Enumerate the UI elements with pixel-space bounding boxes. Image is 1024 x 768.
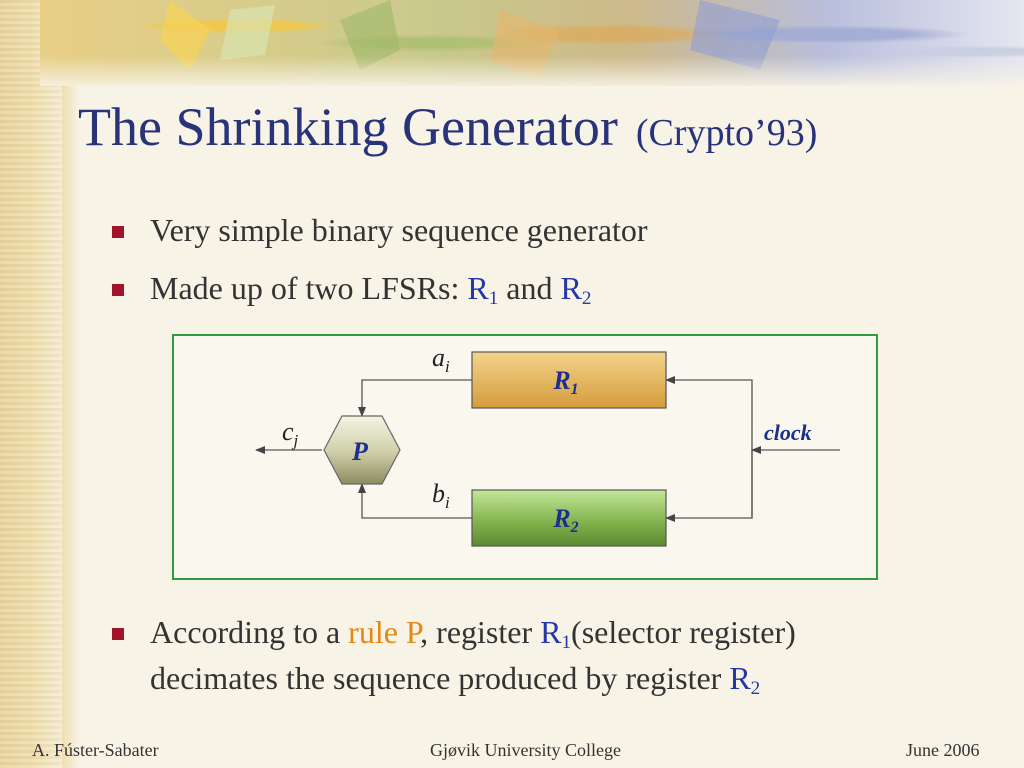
diagram-connections (255, 376, 840, 522)
bullet-text: Very simple binary sequence generator (150, 212, 648, 248)
leaf-decoration-icon (160, 0, 210, 70)
register-r2-label: R2 (552, 504, 578, 536)
leaf-decoration-icon (340, 0, 400, 70)
clock-to-r1-line (665, 376, 753, 518)
register-r2-name: R2 (729, 660, 761, 699)
slide-title: The Shrinking Generator(Crypto’93) (78, 97, 818, 157)
top-banner-image (40, 0, 1024, 86)
register-r1-name: R1 (467, 270, 499, 309)
footer-author: A. Fúster-Sabater (32, 740, 159, 760)
bullet-square-icon (112, 628, 124, 640)
bullet-square-icon (112, 284, 124, 296)
clock-label: clock (764, 420, 812, 445)
background-left-strip (0, 0, 80, 768)
bullet-text-line1: According to a rule P, register R1(selec… (150, 614, 796, 653)
r2-to-p-line (358, 483, 472, 519)
selector-p-label: P (351, 437, 369, 466)
selector-p-hexagon (323, 415, 401, 485)
register-r1-label: R1 (552, 366, 578, 398)
leaf-decoration-icon (220, 5, 275, 60)
leaf-decoration-icon (690, 0, 780, 70)
signal-b-label: bi (432, 479, 450, 512)
signal-a-label: ai (432, 343, 450, 376)
leaf-decoration-icon (490, 10, 560, 80)
register-r2-box (471, 489, 667, 547)
slide-title-subtitle: (Crypto’93) (635, 112, 818, 154)
shrinking-generator-diagram: R1 R2 P ai bi cj clock (172, 334, 878, 580)
r1-to-p-line (358, 379, 472, 417)
register-r1-name: R1 (540, 614, 572, 653)
signal-c-label: cj (282, 417, 299, 450)
register-r1-box (471, 351, 667, 409)
bullet-text-line2: decimates the sequence produced by regis… (150, 660, 761, 699)
footer-institution: Gjøvik University College (430, 740, 621, 760)
register-r2-name: R2 (560, 270, 592, 309)
bullet-text: Made up of two LFSRs: R1 and R2 (150, 270, 592, 309)
rule-p-highlight: rule P (348, 614, 421, 650)
clock-to-r2-line (665, 450, 753, 522)
footer-date: June 2006 (906, 740, 980, 760)
bullet-square-icon (112, 226, 124, 238)
